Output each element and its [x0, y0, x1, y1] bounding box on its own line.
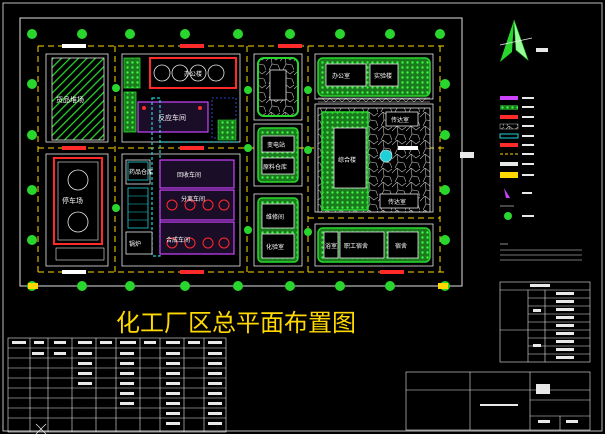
right-table-marks: [530, 284, 574, 359]
bathhouse-label: 浴室: [325, 242, 337, 250]
storage-yard-label: 货品堆场: [56, 95, 84, 104]
raw-warehouse-label: 原料仓库: [263, 163, 287, 171]
separation-workshop-block: [159, 189, 235, 221]
lab-room-block: [261, 233, 295, 259]
fence: [318, 97, 430, 103]
reaction-workshop-block: [137, 101, 209, 133]
trees: [27, 29, 450, 291]
parking-label: 停车场: [62, 196, 83, 205]
boiler-block: [125, 231, 153, 255]
chem-warehouse-label: 药品仓库: [129, 168, 153, 176]
office-room-block: [325, 63, 367, 87]
dorm-block: [387, 231, 419, 259]
staff-dorm-block: [339, 231, 385, 259]
notes: [500, 243, 582, 261]
title-block-marks: [480, 384, 578, 423]
bottom-left-table-marks: [12, 341, 222, 425]
drawing-title: 化工厂区总平面布置图: [116, 309, 356, 337]
staff-dorm-label: 职工宿舍: [344, 242, 368, 250]
boiler-label: 锅炉: [129, 240, 141, 248]
right-data-table: [499, 281, 591, 363]
office-building-label: 办公楼: [184, 70, 202, 78]
gatehouse-top-label: 传达室: [391, 116, 409, 124]
separation-workshop-label: 分离车间: [181, 195, 205, 203]
road-centerlines: [37, 45, 445, 273]
bathhouse-block: [323, 231, 339, 259]
fountain-icon: [379, 149, 393, 163]
substation-block: [261, 135, 295, 153]
office-room-label: 办公室: [332, 72, 350, 80]
gatehouse-top-block: [385, 111, 419, 127]
reaction-workshop-label: 反应车间: [158, 113, 186, 122]
dorm-label: 宿舍: [395, 242, 407, 250]
repair-shop-label: 维修间: [266, 213, 284, 221]
north-arrow-icon: [499, 19, 548, 62]
parking-block: [53, 157, 103, 245]
lab-room-label: 化验室: [266, 243, 284, 251]
complex-building-label: 综合楼: [338, 156, 356, 164]
bottom-left-table: [7, 337, 227, 433]
office-building-block: [149, 57, 237, 89]
road-markers: [28, 44, 474, 289]
recovery-workshop-label: 回收车间: [177, 171, 201, 179]
gatehouse-bottom-label: 传达室: [388, 198, 406, 206]
storage-yard-block: [51, 57, 105, 141]
complex-building-block: [333, 127, 367, 189]
title-block: [405, 371, 591, 431]
lab-building-label: 实验楼: [374, 72, 392, 80]
synthesis-workshop-block: [159, 221, 235, 255]
raw-warehouse-block: [261, 157, 295, 175]
gatehouse-bottom-block: [379, 193, 419, 209]
legend: [499, 96, 534, 220]
lab-building-block: [369, 63, 399, 87]
synthesis-workshop-label: 合成车间: [166, 236, 190, 244]
repair-shop-block: [261, 203, 295, 229]
substation-label: 变电站: [267, 141, 285, 149]
recovery-workshop-block: [159, 159, 235, 189]
